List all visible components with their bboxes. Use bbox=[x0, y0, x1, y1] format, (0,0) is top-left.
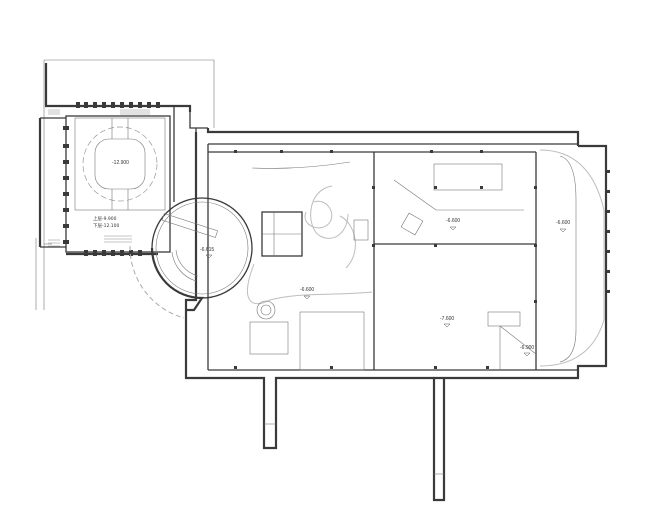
main-building-outline bbox=[184, 128, 608, 502]
main-hall: -7.600 -6.900 bbox=[440, 311, 537, 370]
site-boundary bbox=[35, 59, 215, 310]
structural-columns bbox=[234, 150, 610, 369]
north-hall: -6.600 bbox=[393, 163, 524, 236]
level-mark-main-hall: -7.600 bbox=[440, 316, 454, 322]
level-mark-north-hall: -6.600 bbox=[446, 218, 460, 224]
central-hall: -6.600 bbox=[246, 161, 373, 371]
south-corridors bbox=[264, 423, 444, 475]
east-gallery: -6.600 bbox=[539, 149, 605, 367]
level-mark-atrium-lower: 下层-12.100 bbox=[93, 223, 120, 229]
north-connector bbox=[173, 106, 208, 202]
level-mark-atrium-upper: 上层-9.900 bbox=[93, 215, 117, 222]
level-mark-central-hall: -6.600 bbox=[300, 287, 314, 293]
level-mark-southeast-stair: -6.900 bbox=[520, 345, 534, 351]
level-mark-atrium: -12.900 bbox=[112, 160, 129, 166]
rotunda: -6.615 bbox=[129, 197, 253, 319]
level-mark-rotunda: -6.615 bbox=[200, 247, 214, 253]
level-mark-east-gallery: -6.600 bbox=[556, 220, 570, 226]
atrium-block: -12.900 上层-9.900 下层-12.100 bbox=[38, 63, 192, 256]
